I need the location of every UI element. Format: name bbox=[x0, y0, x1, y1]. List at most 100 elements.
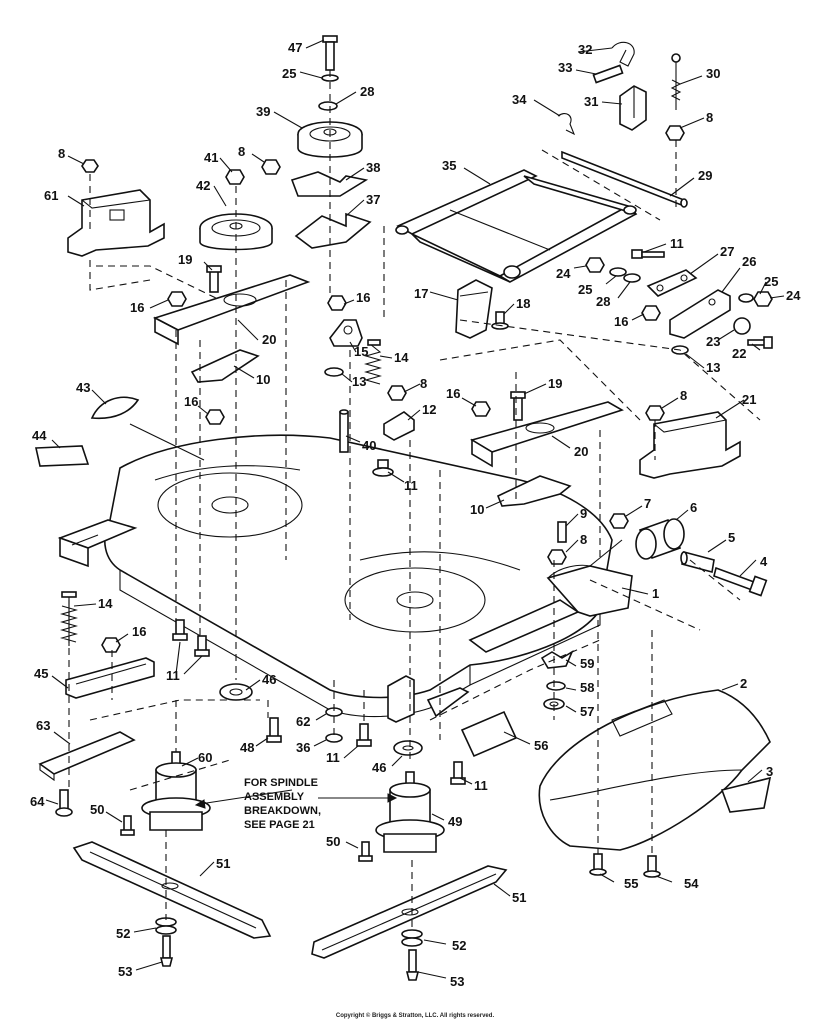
nut-8-center bbox=[261, 159, 281, 175]
link-27 bbox=[646, 269, 698, 297]
callout-8-e: 8 bbox=[680, 388, 687, 403]
callout-37: 37 bbox=[366, 192, 380, 207]
callout-18: 18 bbox=[516, 296, 530, 311]
pin-9 bbox=[557, 521, 567, 543]
bolt-19-right bbox=[510, 391, 526, 421]
shaft-29 bbox=[561, 150, 688, 208]
callout-8-a: 8 bbox=[58, 146, 65, 161]
shield-plate-63 bbox=[38, 731, 136, 782]
callout-46-a: 46 bbox=[262, 672, 276, 687]
callout-5: 5 bbox=[728, 530, 735, 545]
callout-49: 49 bbox=[448, 814, 462, 829]
washer-36 bbox=[325, 733, 343, 743]
discharge-chute-2 bbox=[538, 689, 771, 851]
bracket-26 bbox=[669, 289, 731, 339]
nut-16-top bbox=[327, 295, 347, 311]
callout-24-b: 24 bbox=[786, 288, 801, 303]
spindle-49 bbox=[375, 771, 445, 853]
callout-10-a: 10 bbox=[256, 372, 270, 387]
bracket-15 bbox=[329, 319, 363, 347]
nut-8-right bbox=[645, 405, 665, 421]
callout-11-a: 11 bbox=[670, 236, 684, 251]
callout-17: 17 bbox=[414, 286, 428, 301]
callout-19-b: 19 bbox=[548, 376, 562, 391]
note-line-1: FOR SPINDLE bbox=[244, 777, 318, 789]
bracket-10-left bbox=[190, 349, 260, 383]
callout-20-a: 20 bbox=[262, 332, 276, 347]
callout-11-c: 11 bbox=[166, 668, 180, 683]
bolt-11-lower-right bbox=[450, 761, 466, 785]
wing-nut-59 bbox=[540, 650, 574, 669]
callout-16-e: 16 bbox=[614, 314, 628, 329]
bracket-37 bbox=[294, 212, 372, 249]
note-line-3: BREAKDOWN, bbox=[244, 805, 321, 817]
bolt-11-right bbox=[631, 249, 665, 259]
callout-44: 44 bbox=[32, 428, 47, 443]
callout-25-a: 25 bbox=[282, 66, 296, 81]
callout-46-b: 46 bbox=[372, 760, 386, 775]
callout-8-b: 8 bbox=[238, 144, 245, 159]
callout-8-f: 8 bbox=[580, 532, 587, 547]
rod-40 bbox=[339, 409, 349, 453]
rod-30 bbox=[670, 53, 682, 110]
callout-41: 41 bbox=[204, 150, 218, 165]
nut-16-left bbox=[167, 291, 187, 307]
callout-23: 23 bbox=[706, 334, 720, 349]
bolts-11-left bbox=[172, 619, 210, 657]
callout-7: 7 bbox=[644, 496, 651, 511]
callout-57: 57 bbox=[580, 704, 594, 719]
callout-25-c: 25 bbox=[764, 274, 778, 289]
bolt-22 bbox=[747, 336, 773, 349]
callout-10-b: 10 bbox=[470, 502, 484, 517]
nut-24-left bbox=[585, 257, 605, 273]
front-hitch-bracket bbox=[57, 519, 138, 568]
bolt-50-right bbox=[358, 841, 373, 862]
decal-3 bbox=[720, 776, 772, 813]
spacer-5 bbox=[680, 551, 715, 573]
callout-31: 31 bbox=[584, 94, 598, 109]
callout-52-b: 52 bbox=[452, 938, 466, 953]
washer-58 bbox=[546, 681, 566, 691]
callout-56: 56 bbox=[534, 738, 548, 753]
bumper-17 bbox=[455, 279, 493, 339]
decal-44 bbox=[35, 445, 90, 467]
callout-6: 6 bbox=[690, 500, 697, 515]
note-line-2: ASSEMBLY bbox=[244, 791, 305, 803]
callout-55: 55 bbox=[624, 876, 638, 891]
clevis-31 bbox=[619, 85, 647, 131]
callout-36: 36 bbox=[296, 740, 310, 755]
callout-53-b: 53 bbox=[450, 974, 464, 989]
callout-22: 22 bbox=[732, 346, 746, 361]
copyright-notice: Copyright © Briggs & Stratton, LLC. All … bbox=[335, 1013, 495, 1019]
callout-58: 58 bbox=[580, 680, 594, 695]
nut-16-right bbox=[641, 305, 661, 321]
callout-59: 59 bbox=[580, 656, 594, 671]
callout-16-a: 16 bbox=[130, 300, 144, 315]
callout-26: 26 bbox=[742, 254, 756, 269]
callout-40: 40 bbox=[362, 438, 376, 453]
washer-52-right bbox=[401, 929, 423, 947]
callout-54: 54 bbox=[684, 876, 699, 891]
bracket-center-lower bbox=[387, 675, 470, 723]
bolt-11-lower bbox=[356, 723, 372, 747]
callout-51-b: 51 bbox=[512, 890, 526, 905]
callout-14-b: 14 bbox=[98, 596, 113, 611]
callout-32: 32 bbox=[578, 42, 592, 57]
callout-16-b: 16 bbox=[356, 290, 370, 305]
washer-28-mid bbox=[623, 273, 641, 283]
callout-8-d: 8 bbox=[420, 376, 427, 391]
callout-8-c: 8 bbox=[706, 110, 713, 125]
pin-18 bbox=[491, 311, 509, 330]
callout-14-a: 14 bbox=[394, 350, 409, 365]
bracket-21 bbox=[639, 411, 741, 479]
hitch-pin-32 bbox=[611, 41, 635, 67]
washer-25-mid bbox=[609, 267, 627, 277]
callout-42: 42 bbox=[196, 178, 210, 193]
callout-21: 21 bbox=[742, 392, 756, 407]
callout-11-e: 11 bbox=[474, 778, 488, 793]
callout-50-b: 50 bbox=[326, 834, 340, 849]
callout-15: 15 bbox=[354, 344, 368, 359]
callout-labels: 1 2 3 4 5 6 7 8 8 8 8 8 8 9 10 10 11 11 … bbox=[30, 40, 801, 989]
washer-46-left bbox=[219, 683, 253, 701]
